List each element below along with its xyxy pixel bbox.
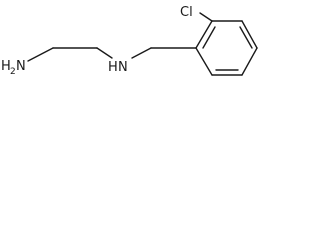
ring-bond-3 [241, 20, 258, 49]
atom-h2n-h: H [1, 59, 11, 74]
ring-bond-4 [241, 47, 258, 76]
bond-h2n-c1 [27, 47, 54, 62]
bond-group [27, 12, 258, 76]
atom-nh: H N [108, 60, 128, 75]
molecule-svg: H 2 N H N Cl [1, 5, 258, 77]
bond-nh-c3 [131, 47, 152, 59]
ring-bond-1 [195, 20, 213, 49]
atom-cl: Cl [180, 5, 193, 20]
structure-diagram: H 2 N H N Cl [0, 0, 270, 100]
bond-c2-nh [96, 47, 113, 59]
atom-h2n: H 2 N [1, 59, 26, 77]
ring-bond-6 [195, 47, 213, 76]
bond-ring-cl [199, 12, 213, 22]
atom-h2n-sub: 2 [10, 67, 16, 77]
atom-nh-h: H [108, 60, 118, 75]
atom-h2n-n: N [16, 59, 26, 74]
ring-double-2 [239, 26, 253, 49]
ring-double-1 [202, 26, 216, 49]
atom-nh-n: N [118, 60, 128, 75]
